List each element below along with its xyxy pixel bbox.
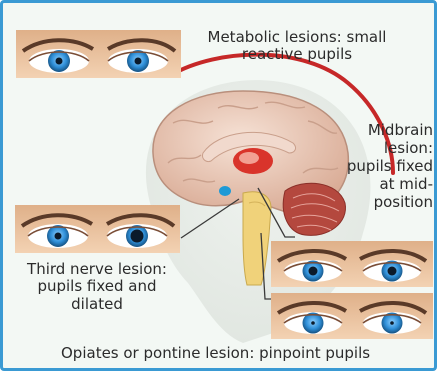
label-opiates-pontine: Opiates or pontine lesion: pinpoint pupi… (61, 345, 437, 362)
label-metabolic-lesions: Metabolic lesions: small reactive pupils (187, 29, 407, 64)
label-midbrain-lesion: Midbrain lesion: pupils fixed at mid-pos… (337, 121, 433, 211)
eyes-midposition-pupils-icon (271, 241, 433, 287)
eyes-pinpoint-pupils-icon (271, 293, 433, 339)
eyes-small-reactive-pupils-icon (16, 30, 181, 78)
label-third-nerve-lesion: Third nerve lesion: pupils fixed and dil… (13, 261, 181, 313)
eyes-dilated-pupils-icon (15, 205, 180, 253)
